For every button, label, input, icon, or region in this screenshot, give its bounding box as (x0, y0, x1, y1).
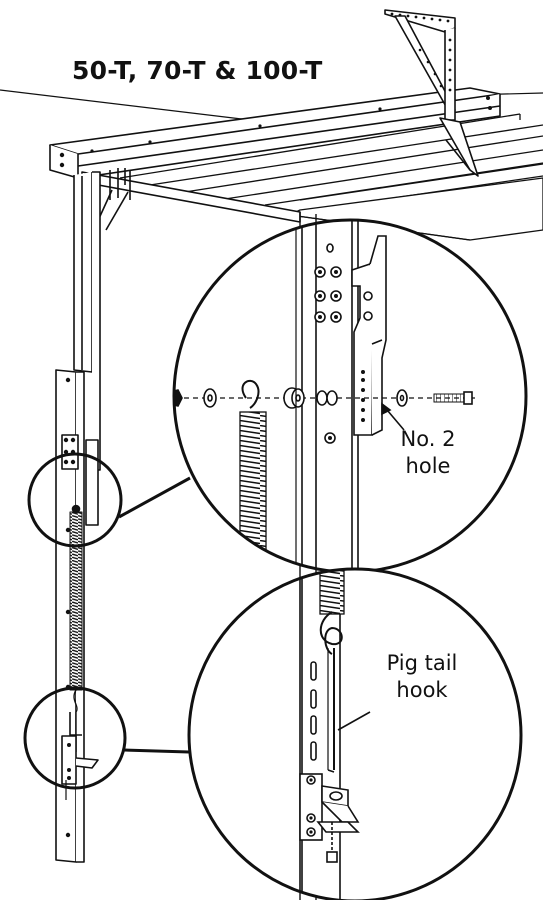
detail-marker-lower (23, 686, 127, 790)
callout-pig-tail-hook-line2: hook (396, 678, 448, 702)
callout-no2-hole: No. 2 hole (392, 426, 464, 480)
connector-upper (118, 476, 191, 519)
callout-pig-tail-hook-line1: Pig tail (386, 651, 458, 675)
overhead-rack (0, 9, 543, 900)
callout-no2-hole-line2: hole (405, 454, 451, 478)
detail-marker-upper (27, 452, 123, 548)
callout-no2-hole-line1: No. 2 (400, 427, 456, 451)
detail-circle-pigtail-hook (187, 567, 523, 900)
detail-circle-spring-attachment (172, 218, 528, 574)
connector-lower (123, 748, 190, 754)
callout-pig-tail-hook: Pig tail hook (372, 650, 472, 704)
page-title: 50-T, 70-T & 100-T (72, 56, 323, 85)
